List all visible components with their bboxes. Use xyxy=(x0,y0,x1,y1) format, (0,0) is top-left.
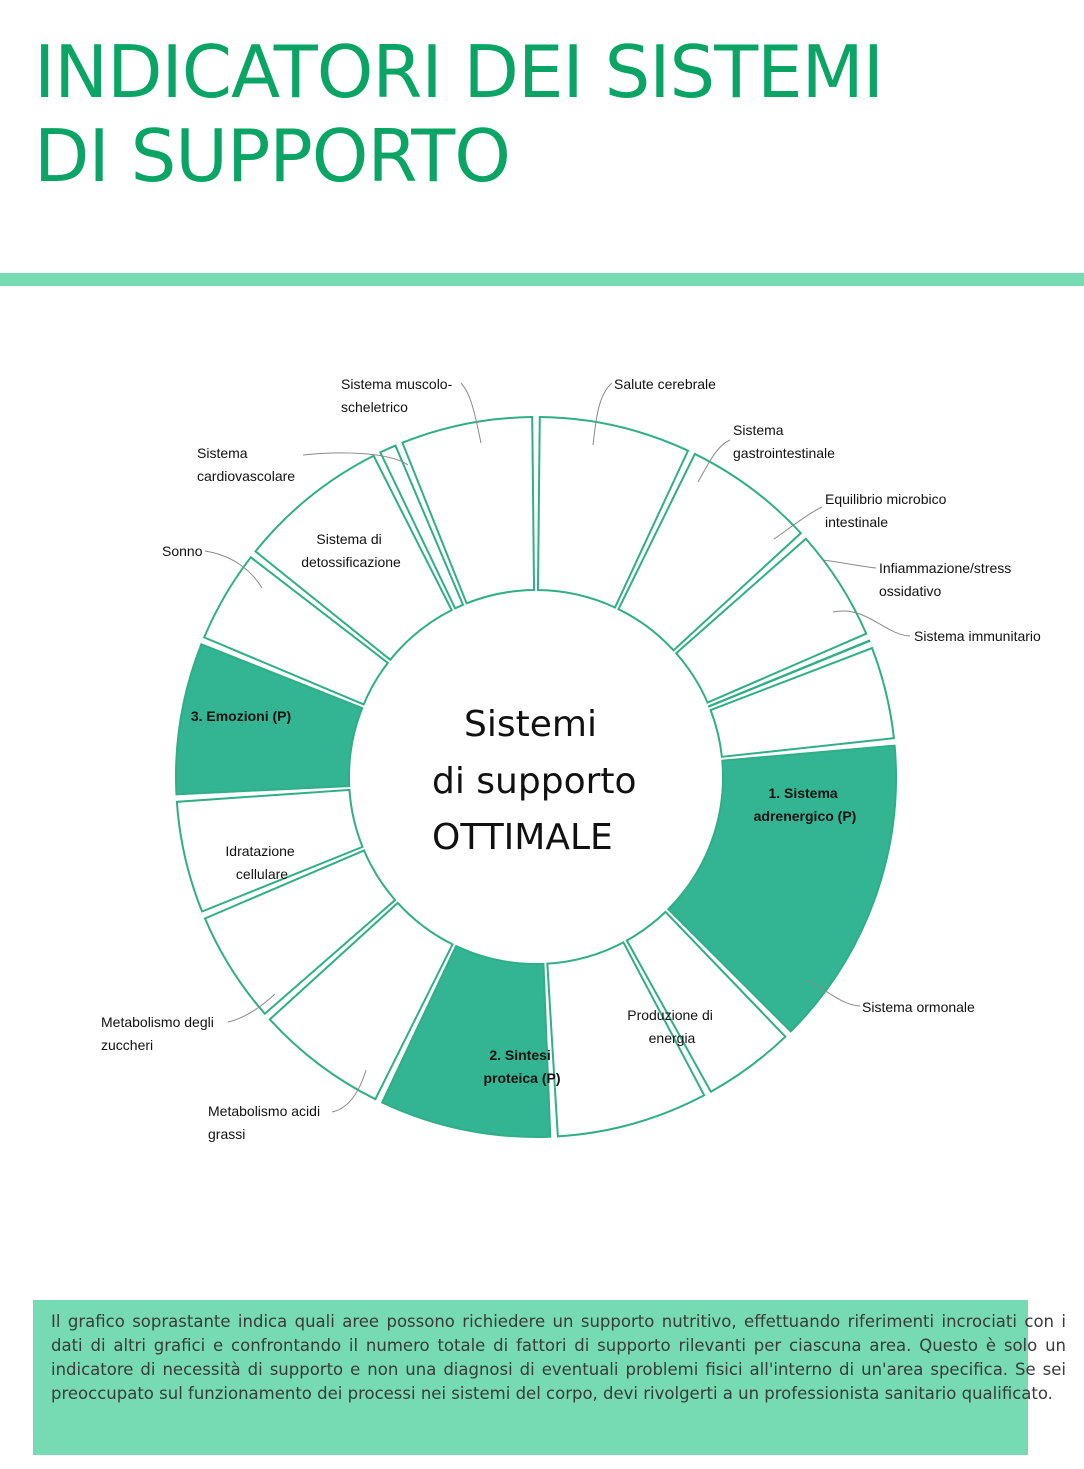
center-label-line-2: di supporto xyxy=(432,761,637,802)
segment-6 xyxy=(666,744,897,1033)
label-layer: Salute cerebrale Sistema gastrointestina… xyxy=(101,376,1041,1142)
label-equilibrio-microbico: Equilibrio microbico intestinale xyxy=(825,491,950,530)
title-divider-bar xyxy=(0,273,1084,286)
segment-layer xyxy=(175,416,897,1139)
disclaimer-text: Il grafico soprastante indica quali aree… xyxy=(51,1312,1066,1403)
label-infiammazione: Infiammazione/stress ossidativo xyxy=(879,560,1015,599)
segment-3 xyxy=(674,537,868,704)
segment-10 xyxy=(268,901,454,1101)
page-title: INDICATORI DEI SISTEMI DI SUPPORTO xyxy=(34,30,1034,198)
page-title-line-2: DI SUPPORTO xyxy=(34,114,511,198)
segment-8 xyxy=(546,940,706,1138)
label-sistema-cardiovascolare: Sistema cardiovascolare xyxy=(197,445,295,484)
segment-16 xyxy=(379,444,465,610)
label-sonno: Sonno xyxy=(162,543,203,559)
leader-salute xyxy=(592,382,613,446)
leader-gastro xyxy=(697,439,731,483)
center-label-line-3: OTTIMALE xyxy=(432,817,613,858)
label-sistema-muscolo-scheletrico: Sistema muscolo- scheletrico xyxy=(341,376,456,415)
label-metabolismo-acidi-grassi: Metabolismo acidi grassi xyxy=(208,1103,324,1142)
label-sintesi-proteica: 2. Sintesi proteica (P) xyxy=(483,1047,560,1086)
label-emozioni: 3. Emozioni (P) xyxy=(191,708,291,724)
label-metabolismo-zuccheri: Metabolismo degli zuccheri xyxy=(101,1014,218,1053)
segment-15 xyxy=(254,454,453,662)
segment-14 xyxy=(202,555,390,706)
label-sistema-gastrointestinale: Sistema gastrointestinale xyxy=(733,422,835,461)
label-sistema-ormonale: Sistema ormonale xyxy=(862,999,975,1015)
label-sistema-detossificazione: Sistema di detossificazione xyxy=(301,531,401,570)
segment-1 xyxy=(536,416,690,609)
leader-ormonale xyxy=(807,979,861,1007)
center-label-line-1: Sistemi xyxy=(464,704,597,745)
segment-17 xyxy=(401,416,536,605)
leader-microbico xyxy=(773,506,823,540)
leader-infiammazione xyxy=(821,559,877,569)
label-sistema-immunitario: Sistema immunitario xyxy=(914,628,1041,644)
center-label: Sistemi di supporto OTTIMALE xyxy=(432,704,637,858)
label-salute-cerebrale: Salute cerebrale xyxy=(614,376,716,392)
segment-5 xyxy=(709,646,896,758)
leader-cardio xyxy=(302,452,409,466)
page-title-line-1: INDICATORI DEI SISTEMI xyxy=(34,30,884,114)
segment-2 xyxy=(617,452,803,652)
segment-9 xyxy=(380,944,552,1139)
leader-line-layer xyxy=(204,382,911,1113)
label-idratazione-cellulare: Idratazione cellulare xyxy=(225,843,298,882)
leader-immunitario xyxy=(832,610,911,637)
segment-12 xyxy=(175,788,364,913)
segment-4 xyxy=(707,639,871,708)
segment-13 xyxy=(175,643,364,796)
label-produzione-energia: Produzione di energia xyxy=(627,1007,717,1046)
leader-muscolo xyxy=(460,382,482,444)
label-sistema-adrenergico: 1. Sistema adrenergico (P) xyxy=(754,785,857,824)
leader-sonno xyxy=(204,550,263,589)
segment-11 xyxy=(203,849,397,1016)
leader-acidi xyxy=(331,1069,367,1113)
leader-zuccheri xyxy=(227,993,276,1023)
segment-7 xyxy=(625,910,787,1094)
disclaimer-box xyxy=(33,1300,1028,1455)
